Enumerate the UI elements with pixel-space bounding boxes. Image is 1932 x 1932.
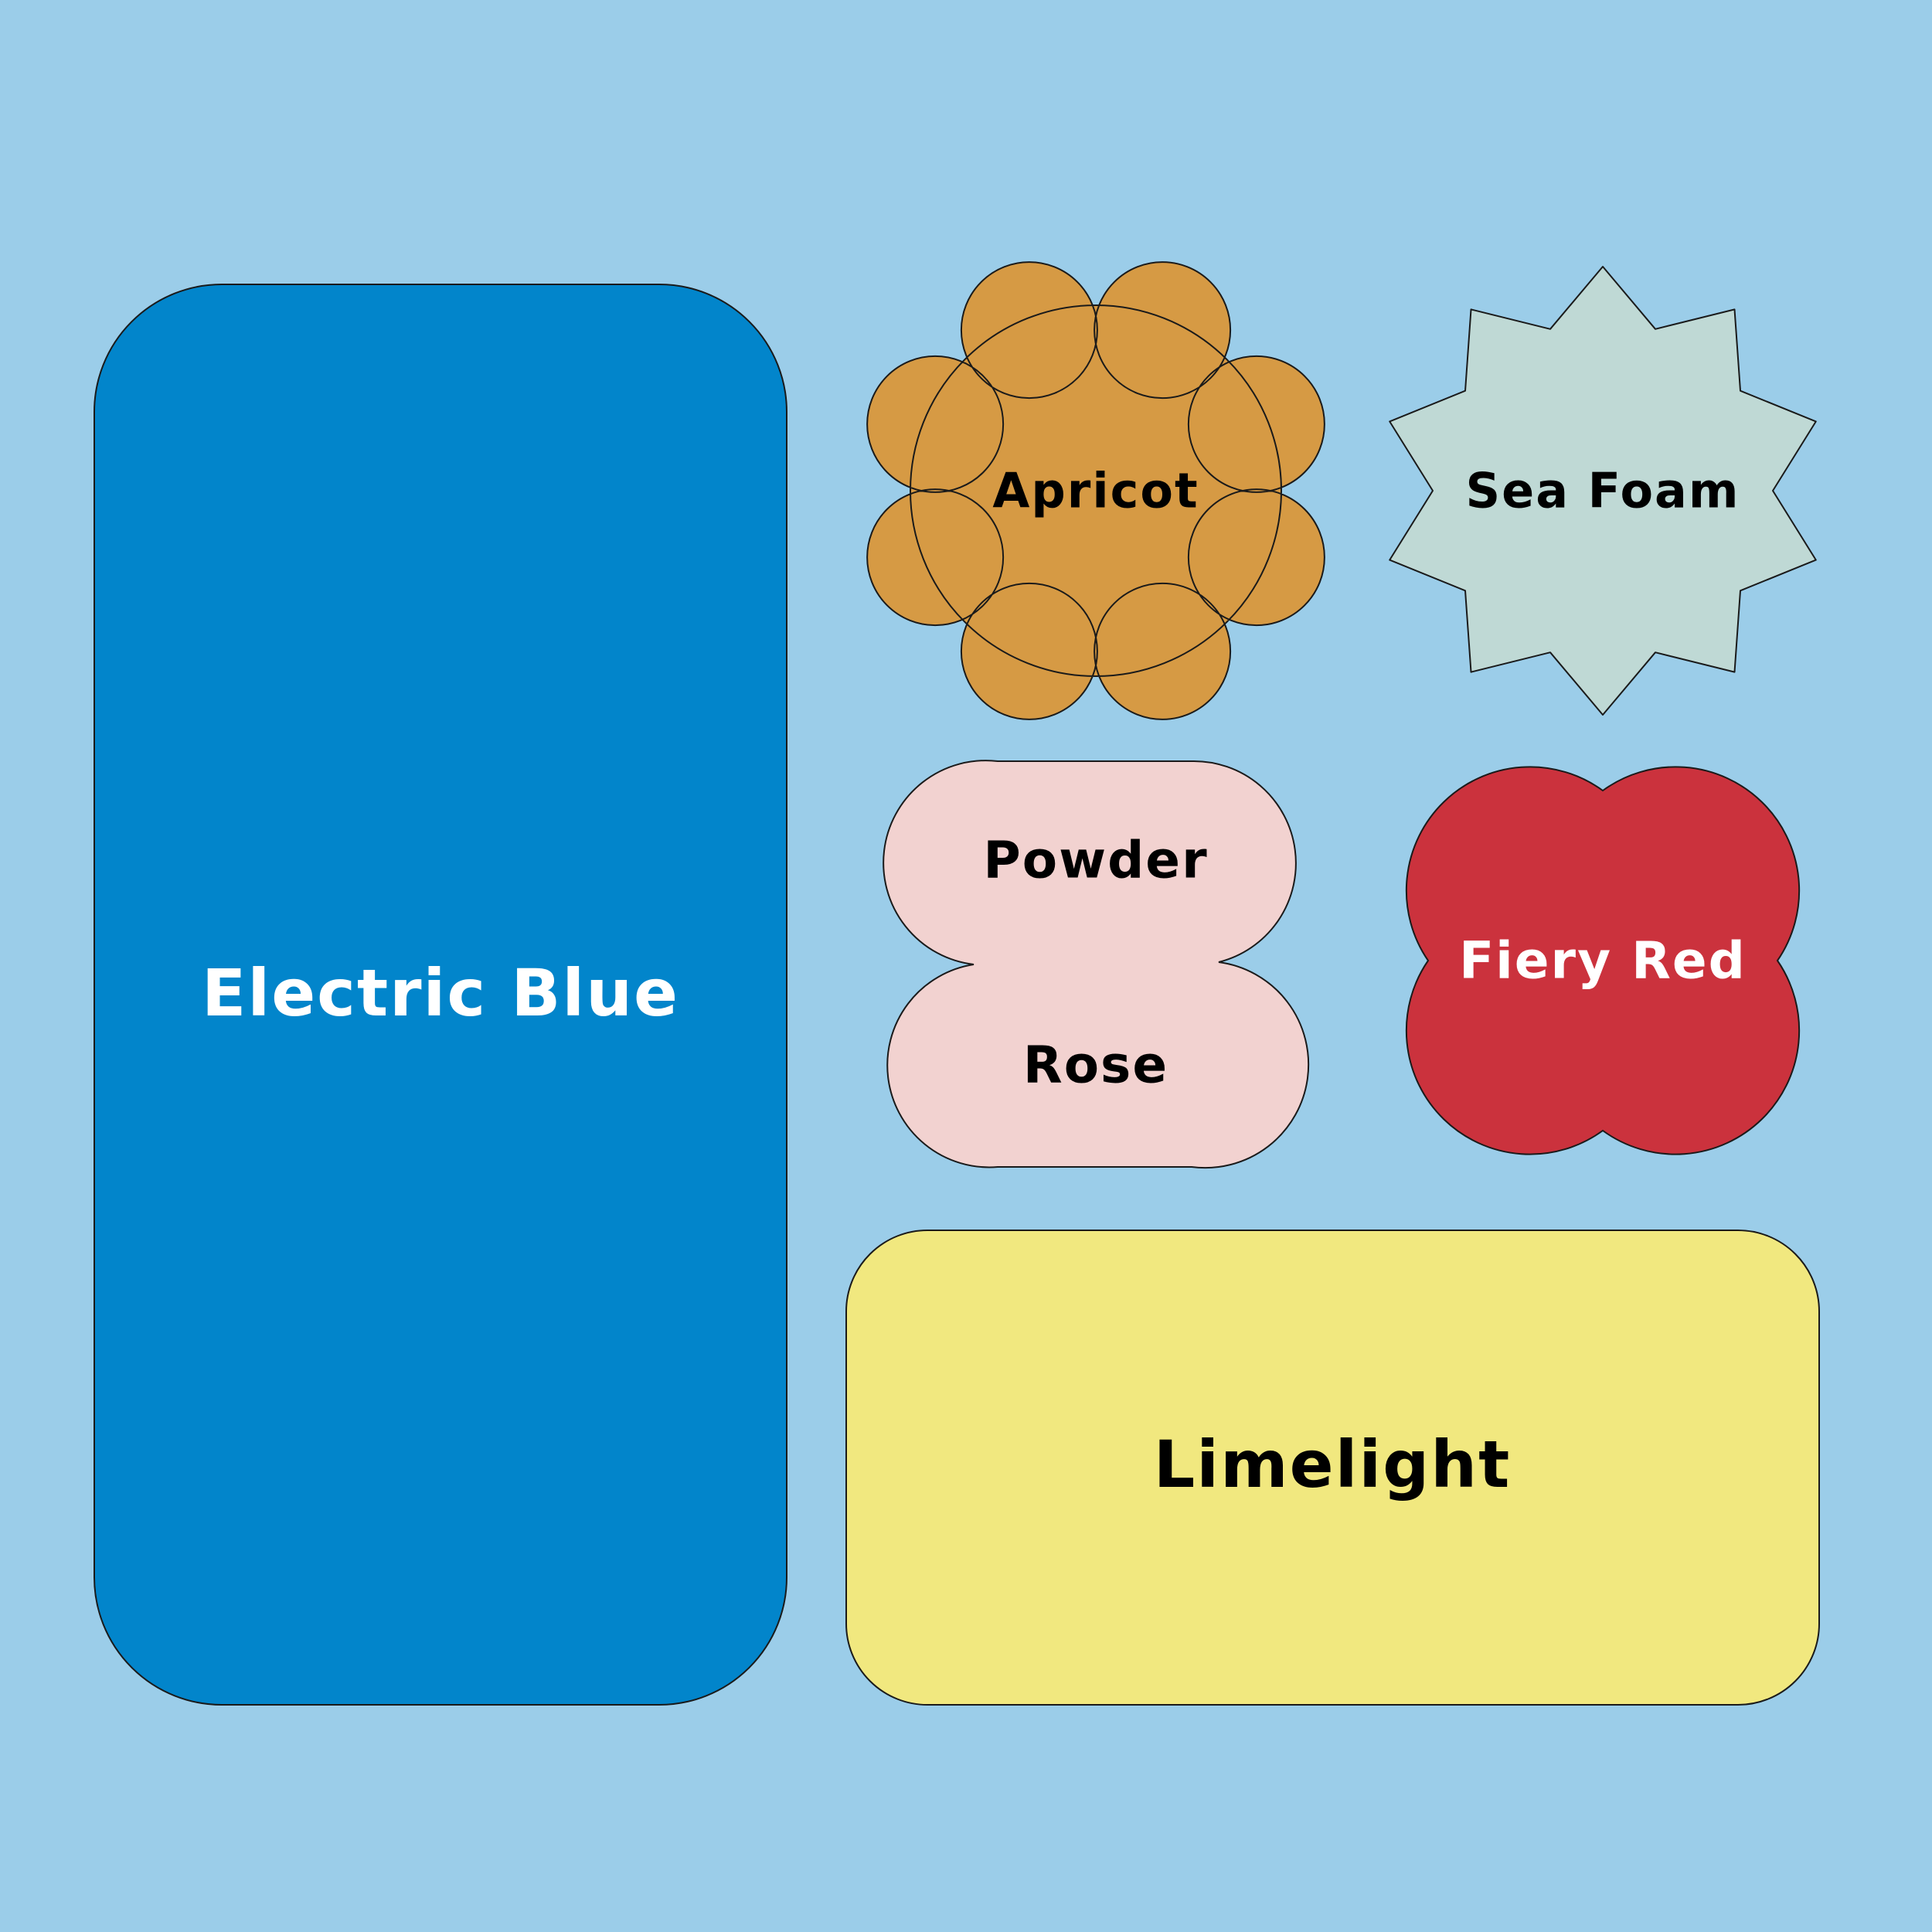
swatch-electric-blue: Electric Blue — [94, 284, 787, 1706]
sea-foam-shape — [1389, 266, 1817, 716]
powder-rose-shape — [883, 760, 1310, 1169]
electric-blue-shape — [94, 284, 787, 1706]
fiery-red-label: Fiery Red — [1459, 931, 1747, 991]
swatch-powder-rose: Powder Rose — [883, 760, 1310, 1169]
swatch-sea-foam: Sea Foam — [1389, 266, 1817, 716]
limelight-shape — [845, 1230, 1820, 1706]
apricot-shape — [866, 261, 1325, 720]
limelight-label: Limelight — [1154, 1427, 1512, 1502]
apricot-label: Apricot — [992, 463, 1199, 519]
sea-foam-label: Sea Foam — [1465, 463, 1740, 519]
swatch-limelight: Limelight — [845, 1230, 1820, 1706]
electric-blue-label: Electric Blue — [202, 955, 679, 1031]
rose-label: Rose — [1023, 1036, 1168, 1095]
swatch-fiery-red: Fiery Red — [1405, 766, 1801, 1155]
fiery-red-shape — [1405, 766, 1801, 1155]
powder-label: Powder — [983, 831, 1208, 890]
swatch-apricot: Apricot — [866, 261, 1325, 720]
